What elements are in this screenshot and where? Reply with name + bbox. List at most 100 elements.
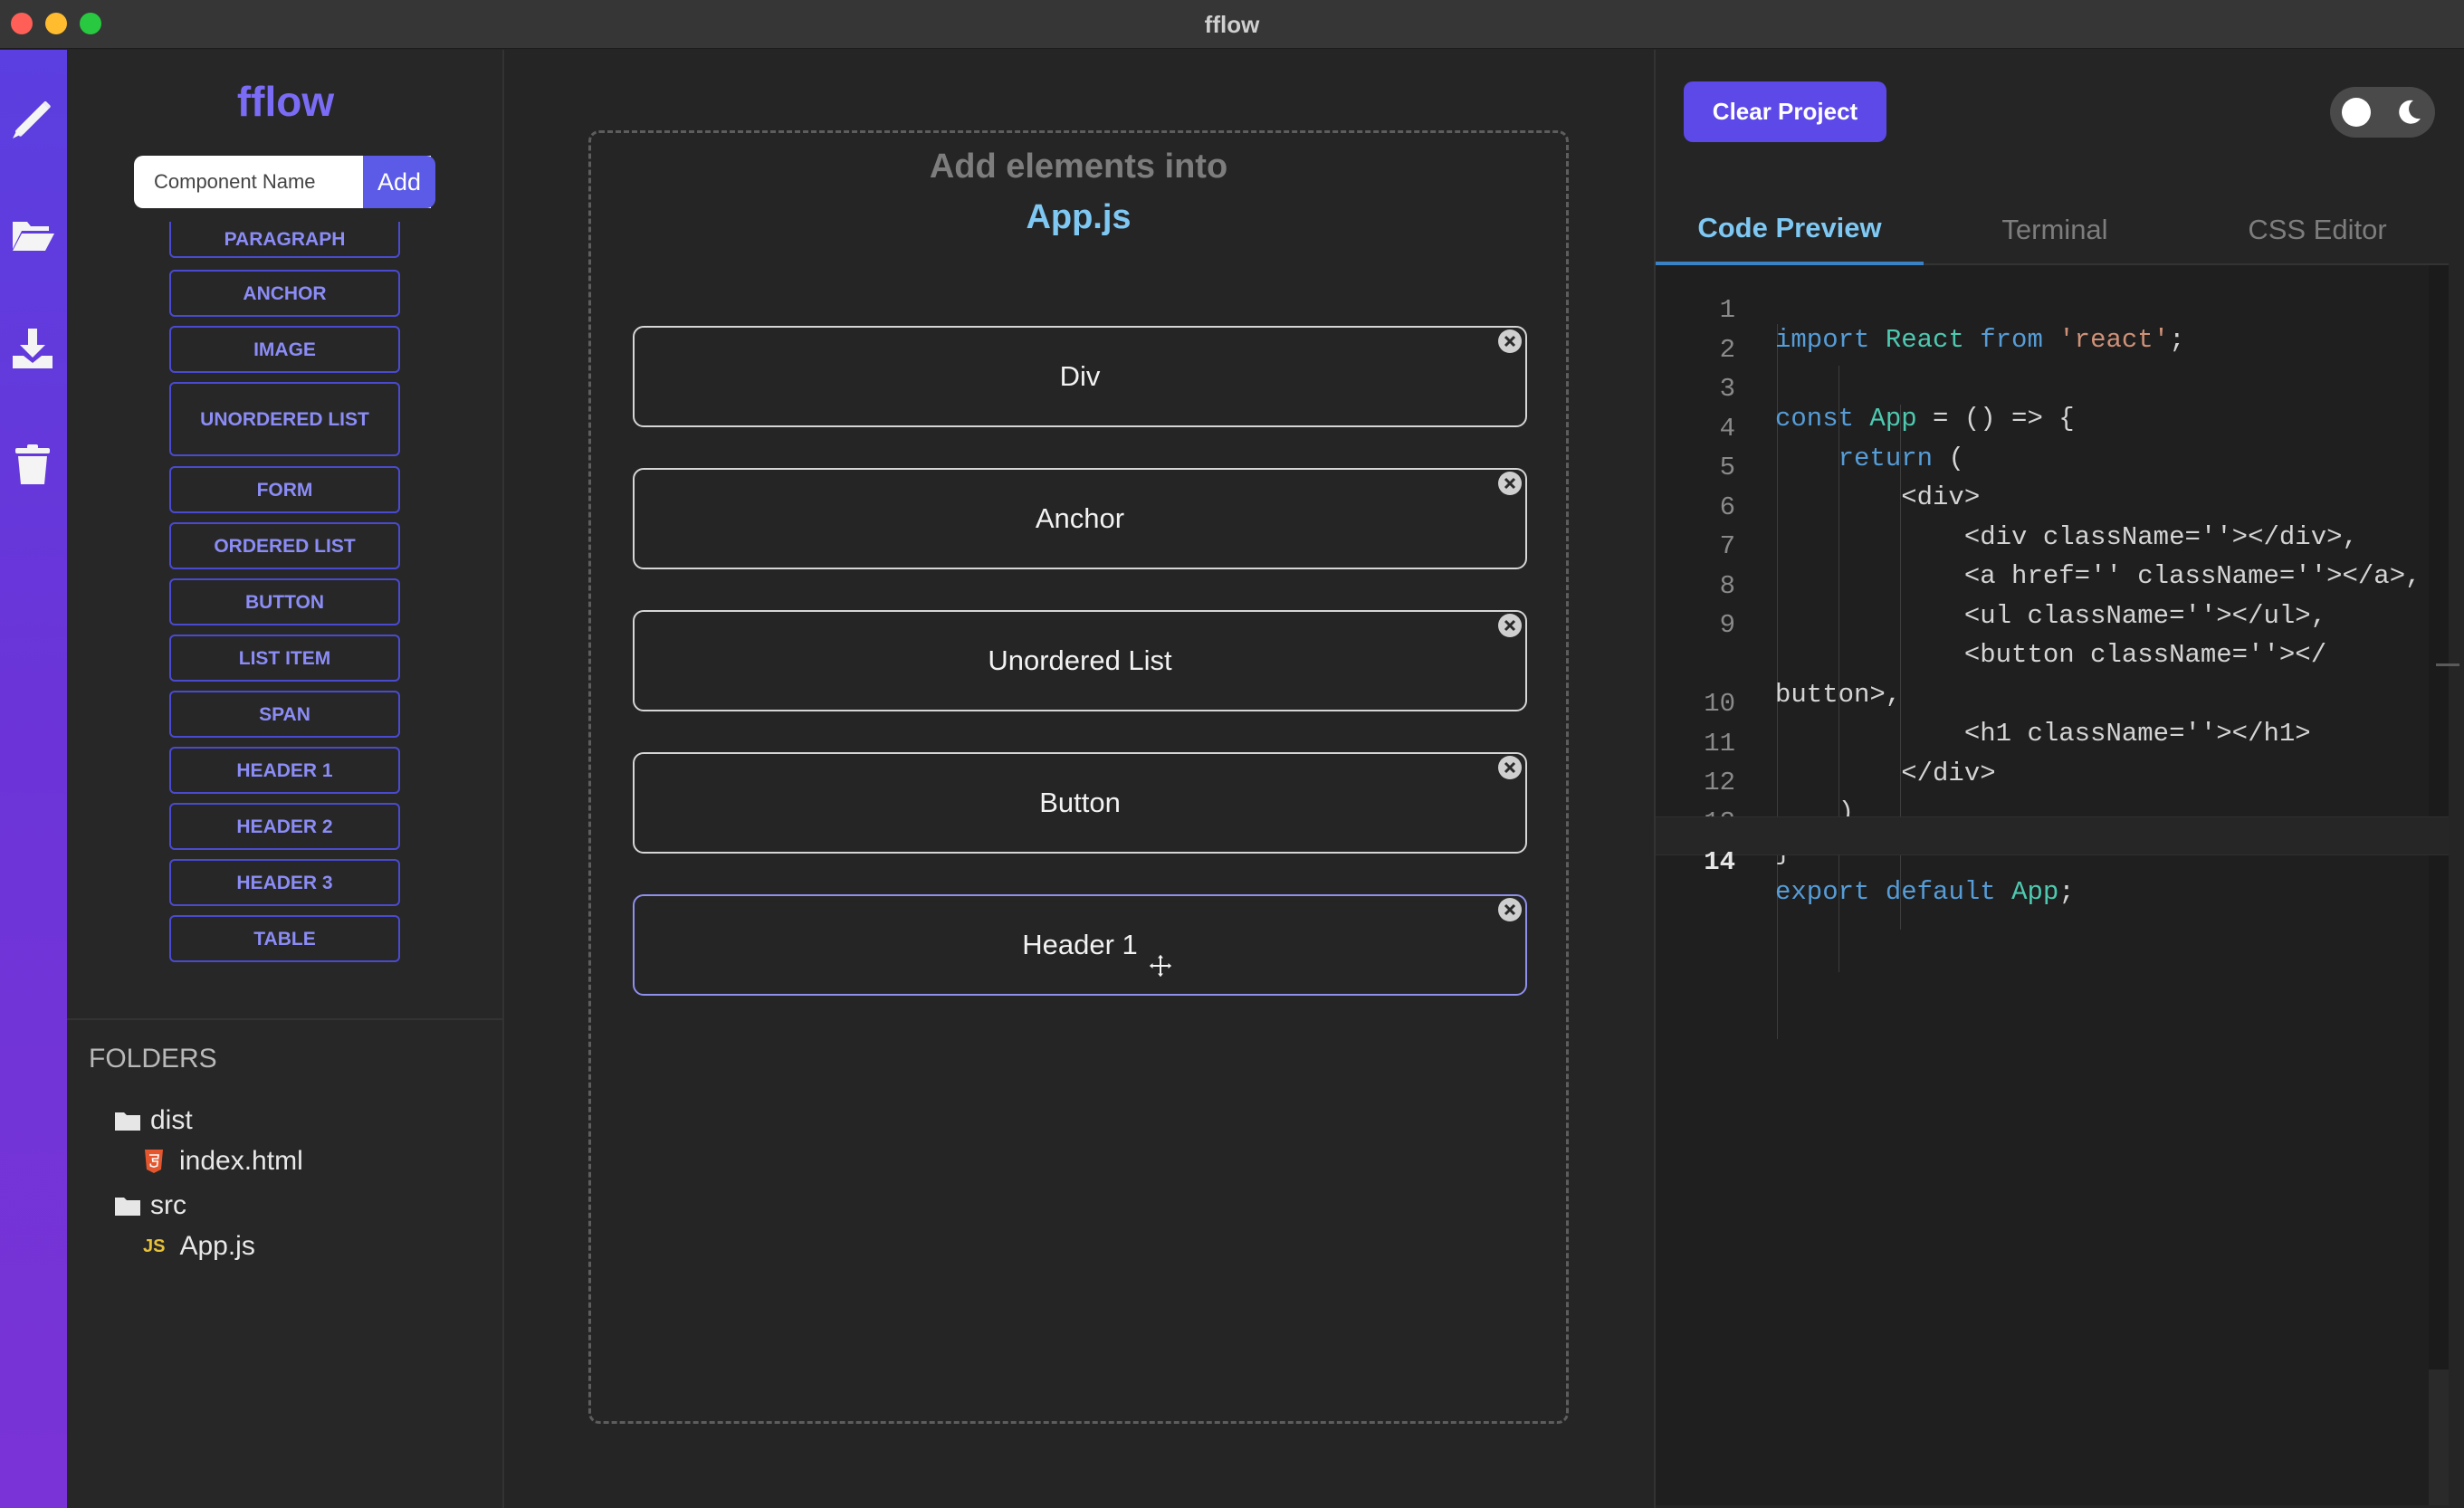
code-line: 4 return ( <box>1656 384 2449 473</box>
element-button-header-1[interactable]: HEADER 1 <box>169 747 400 794</box>
remove-element-icon[interactable] <box>1496 896 1523 923</box>
element-button-image[interactable]: IMAGE <box>169 326 400 373</box>
html5-icon <box>143 1149 165 1174</box>
canvas-area: Add elements into App.js Div Anchor Unor… <box>504 50 1654 1508</box>
element-button-header-3[interactable]: HEADER 3 <box>169 859 400 906</box>
code-text: </div> <box>1775 758 1996 788</box>
line-number: 4 <box>1719 413 1735 444</box>
tree-folder-src[interactable]: src <box>114 1190 186 1221</box>
drop-zone-target-file: App.js <box>1026 198 1132 236</box>
code-text: return ( <box>1838 443 1964 473</box>
folder-icon <box>114 1110 141 1131</box>
remove-element-icon[interactable] <box>1496 328 1523 355</box>
line-number: 1 <box>1719 295 1735 325</box>
line-number: 11 <box>1704 728 1735 759</box>
line-number: 9 <box>1719 610 1735 640</box>
element-button-table[interactable]: TABLE <box>169 915 400 962</box>
code-line-current: 14 export default App; <box>1656 816 2449 907</box>
code-text: <a href='' className=''></a>, <box>1775 561 2421 591</box>
trash-icon[interactable] <box>7 439 58 490</box>
dropped-element-button[interactable]: Button <box>633 752 1527 854</box>
element-button-list-item[interactable]: LIST ITEM <box>169 635 400 682</box>
line-number: 14 <box>1704 847 1735 877</box>
code-line: 11 </div> <box>1656 699 2449 788</box>
dropped-element-label: Div <box>1059 360 1101 392</box>
code-line: 8 <ul className=''></ul>, <box>1656 541 2449 631</box>
code-line: 7 <a href='' className=''></a>, <box>1656 501 2449 591</box>
line-number: 6 <box>1719 492 1735 522</box>
overview-ruler-mark <box>2436 663 2459 666</box>
line-number: 8 <box>1719 570 1735 601</box>
dropped-element-unordered-list[interactable]: Unordered List <box>633 610 1527 711</box>
move-cursor-icon <box>1147 952 1174 979</box>
theme-toggle[interactable] <box>2330 87 2435 138</box>
indent-guide <box>1777 324 1778 1039</box>
folder-open-icon[interactable] <box>7 209 58 260</box>
icon-rail <box>0 50 67 1508</box>
dropped-element-anchor[interactable]: Anchor <box>633 468 1527 569</box>
minimize-window-button[interactable] <box>45 13 67 34</box>
dropped-element-header-1[interactable]: Header 1 <box>633 894 1527 996</box>
tab-css-editor[interactable]: CSS Editor <box>2248 214 2387 245</box>
tree-folder-label: src <box>150 1190 186 1220</box>
element-button-form[interactable]: FORM <box>169 466 400 513</box>
dropped-element-label: Anchor <box>1035 502 1125 534</box>
element-button-unordered-list[interactable]: UNORDERED LIST <box>169 382 400 456</box>
code-line: 3 const App = () => { <box>1656 344 2449 434</box>
dropped-element-label: Button <box>1039 787 1121 818</box>
element-button-paragraph[interactable]: PARAGRAPH <box>169 222 400 258</box>
tree-folder-label: dist <box>150 1105 193 1135</box>
element-button-button[interactable]: BUTTON <box>169 578 400 625</box>
tab-code-preview[interactable]: Code Preview <box>1656 195 1924 265</box>
editor-tabs: Code Preview Terminal CSS Editor <box>1656 195 2449 265</box>
js-icon: JS <box>143 1236 166 1256</box>
window-title: fflow <box>1204 11 1260 38</box>
close-window-button[interactable] <box>11 13 33 34</box>
element-button-header-2[interactable]: HEADER 2 <box>169 803 400 850</box>
zoom-window-button[interactable] <box>80 13 101 34</box>
tree-file-index-html[interactable]: index.html <box>143 1146 303 1177</box>
code-line: 1 import React from 'react'; <box>1656 265 2449 355</box>
remove-element-icon[interactable] <box>1496 470 1523 497</box>
code-line: 13 } <box>1656 778 2449 867</box>
code-text: <ul className=''></ul>, <box>1775 600 2327 631</box>
editor-scrollbar[interactable] <box>2429 265 2449 1505</box>
code-line: 5 <div> <box>1656 423 2449 512</box>
element-button-anchor[interactable]: ANCHOR <box>169 270 400 317</box>
design-tools-icon[interactable] <box>7 93 58 144</box>
add-component-button[interactable]: Add <box>363 156 435 208</box>
code-line: 9 <button className=''></ <box>1656 580 2449 670</box>
remove-element-icon[interactable] <box>1496 612 1523 639</box>
title-bar: fflow <box>0 0 2464 49</box>
code-text: <button className=''></ <box>1775 640 2327 670</box>
drop-zone[interactable]: Add elements into App.js Div Anchor Unor… <box>588 130 1569 1424</box>
tab-terminal[interactable]: Terminal <box>2001 214 2108 245</box>
download-icon[interactable] <box>7 323 58 374</box>
toggle-knob <box>2342 98 2371 127</box>
component-sidebar: fflow Add PARAGRAPH ANCHOR IMAGE UNORDER… <box>67 50 504 1508</box>
code-line: button>, <box>1656 620 2449 710</box>
dropped-element-div[interactable]: Div <box>633 326 1527 427</box>
tree-file-app-js[interactable]: JS App.js <box>143 1231 255 1262</box>
moon-icon <box>2393 97 2424 128</box>
element-button-ordered-list[interactable]: ORDERED LIST <box>169 522 400 569</box>
line-number: 7 <box>1719 531 1735 561</box>
remove-element-icon[interactable] <box>1496 754 1523 781</box>
line-number: 2 <box>1719 334 1735 365</box>
code-text: const App = () => { <box>1775 404 2075 434</box>
clear-project-button[interactable]: Clear Project <box>1684 81 1886 142</box>
line-number: 5 <box>1719 453 1735 482</box>
brand-logo: fflow <box>236 78 335 125</box>
element-button-span[interactable]: SPAN <box>169 691 400 738</box>
drop-zone-title: Add elements into <box>929 148 1228 186</box>
code-text: import React from 'react'; <box>1775 325 2185 355</box>
code-line: 2 <box>1656 305 2449 365</box>
code-text: <h1 className=''></h1> <box>1775 719 2311 749</box>
code-text: button>, <box>1775 679 1902 710</box>
right-panel: Clear Project Code Preview Terminal CSS … <box>1654 50 2464 1508</box>
code-line: 6 <div className=''></div>, <box>1656 463 2449 552</box>
tree-folder-dist[interactable]: dist <box>114 1105 193 1136</box>
code-editor[interactable]: 1 import React from 'react'; 2 3 const A… <box>1656 265 2459 1505</box>
dropped-element-label: Header 1 <box>1022 929 1138 960</box>
editor-scrollbar-thumb[interactable] <box>2429 1370 2449 1505</box>
